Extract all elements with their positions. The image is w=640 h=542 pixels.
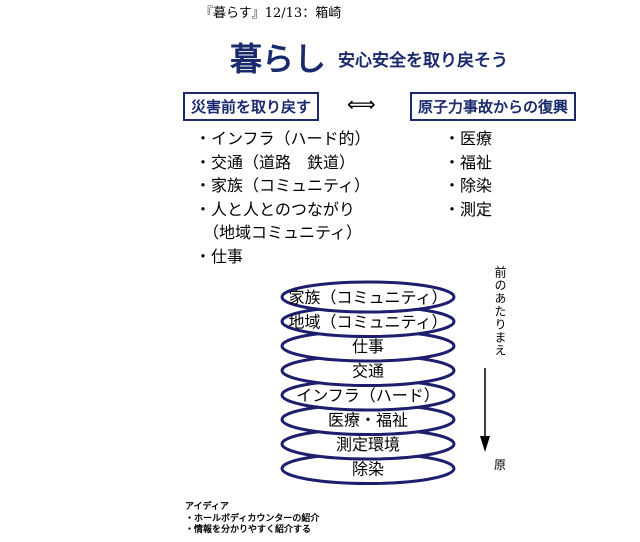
list-item: （地域コミュニティ） <box>195 223 363 242</box>
list-item: ・福祉 <box>444 152 493 172</box>
list-item: ・人と人とのつながり <box>195 199 355 219</box>
stack-layer-label: インフラ（ハード） <box>296 386 440 405</box>
idea-item: ・ホールボディカウンターの紹介 <box>185 513 320 524</box>
ideas-section: アイディア ・ホールボディカウンターの紹介 ・情報を分かりやすく紹介する <box>185 502 319 537</box>
stack-layer-label: 地域（コミュニティ） <box>288 313 447 332</box>
list-item: ・医療 <box>444 129 493 148</box>
stack-layer-label: 家族（コミュニティ） <box>288 288 447 307</box>
page-title: 暮らし <box>230 40 327 78</box>
list-item: ・仕事 <box>195 246 244 266</box>
list-item: ・家族（コミュニティ） <box>195 176 371 195</box>
vertical-end-label: 原 <box>494 458 507 472</box>
arrow-down-icon <box>480 436 490 452</box>
right-list: ・医療 ・福祉 ・除染 ・測定 <box>444 127 492 221</box>
ideas-title: アイディア <box>185 502 229 512</box>
header-note: 『暮らす』12/13：箱崎 <box>200 6 342 21</box>
list-item: ・除染 <box>444 176 493 195</box>
list-item: ・測定 <box>444 199 493 219</box>
left-heading-box: 災害前を取り戻す <box>183 92 320 121</box>
right-heading-box: 原子力事故からの復興 <box>410 92 577 121</box>
stack-layer-label: 医療・福祉 <box>328 411 408 430</box>
left-list: ・インフラ（ハード的） ・交通（道路 鉄道） ・家族（コミュニティ） ・人と人と… <box>195 127 371 268</box>
vertical-label: 前のあたりまえ <box>493 266 507 357</box>
page-subtitle: 安心安全を取り戻そう <box>338 51 508 71</box>
stack-layer-label: 測定環境 <box>336 435 400 454</box>
stack-layer-label: 仕事 <box>352 337 384 356</box>
double-arrow-icon: ⟺ <box>347 92 376 116</box>
list-item: ・交通（道路 鉄道） <box>195 152 356 172</box>
stack-layer-label: 除染 <box>352 460 384 479</box>
stack-layer <box>280 280 456 314</box>
stack-layer-label: 交通 <box>352 362 384 381</box>
idea-item: ・情報を分かりやすく紹介する <box>185 525 312 535</box>
list-item: ・インフラ（ハード的） <box>195 129 371 148</box>
